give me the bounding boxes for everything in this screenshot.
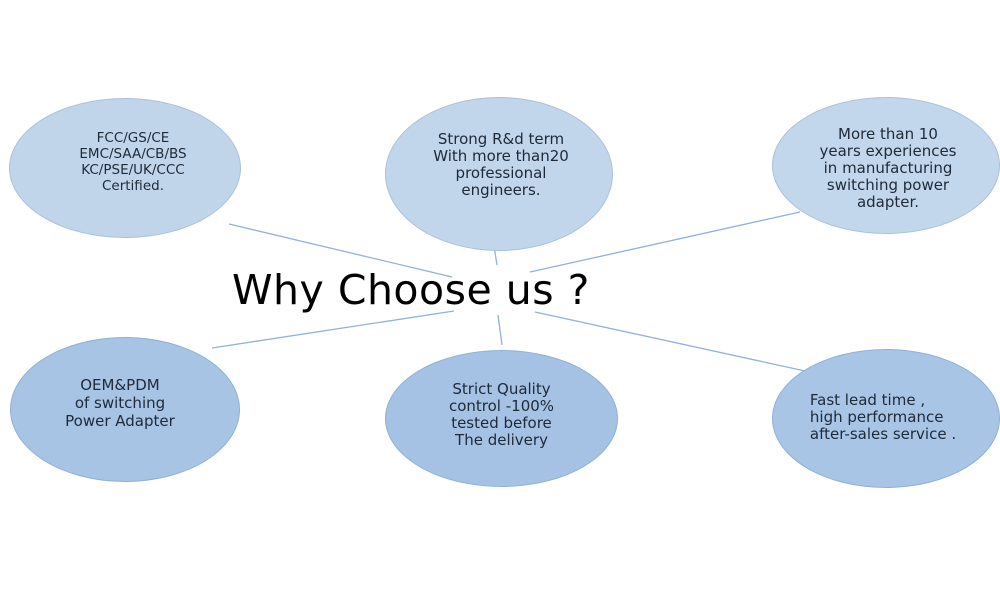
bubble-service: Fast lead time , high performance after-… [772, 349, 1000, 488]
bubble-service-text: Fast lead time , high performance after-… [809, 391, 957, 443]
bubble-quality-text: Strict Quality control -100% tested befo… [448, 379, 555, 449]
connector-line-certification [228, 223, 453, 278]
bubble-rd-team-text: Strong R&d term With more than20 profess… [433, 130, 569, 199]
bubble-quality: Strict Quality control -100% tested befo… [385, 350, 618, 487]
bubble-experience-text: More than 10 years experiences in manufa… [819, 125, 957, 211]
bubble-oem-odm: OEM&PDM of switching Power Adapter [10, 337, 240, 482]
connector-line-quality [497, 314, 503, 346]
bubble-oem-odm-text: OEM&PDM of switching Power Adapter [65, 375, 175, 430]
bubble-certification-text: FCC/GS/CE EMC/SAA/CB/BS KC/PSE/UK/CCC Ce… [79, 130, 187, 194]
connector-line-experience [529, 211, 801, 273]
bubble-rd-team: Strong R&d term With more than20 profess… [385, 97, 613, 251]
center-title: Why Choose us ? [232, 266, 590, 314]
bubble-certification: FCC/GS/CE EMC/SAA/CB/BS KC/PSE/UK/CCC Ce… [9, 98, 241, 238]
connector-line-oem-odm [211, 310, 455, 349]
bubble-experience: More than 10 years experiences in manufa… [772, 97, 1000, 234]
connector-line-service [534, 311, 806, 372]
